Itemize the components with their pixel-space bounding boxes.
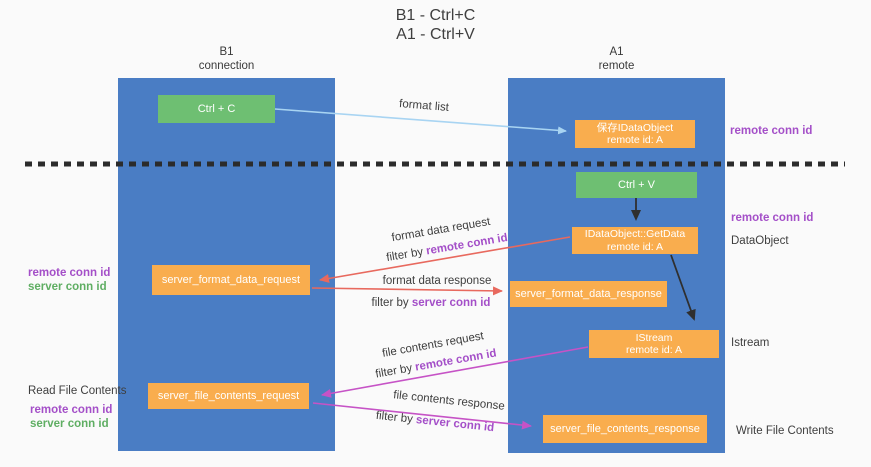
getdata-line1: IDataObject::GetData	[584, 228, 686, 240]
lifeline-header-a1: A1 remote	[508, 46, 725, 73]
remote-conn-id-annotation-left1: remote conn id	[28, 267, 111, 279]
remote-conn-id-annotation-top: remote conn id	[730, 125, 813, 137]
server-format-data-response-label: server_format_data_response	[515, 287, 662, 300]
server-file-contents-response-label: server_file_contents_response	[550, 422, 700, 435]
server-conn-id-keyword: server conn id	[411, 297, 491, 309]
lifeline-b1-subtitle: connection	[198, 59, 255, 72]
lifeline-b1-title: B1	[219, 46, 234, 58]
lifeline-a1-subtitle: remote	[598, 59, 635, 72]
format-data-response-filter-label: filter by server conn id	[372, 297, 491, 309]
save-idataobject-line2: remote id: A	[606, 134, 664, 146]
save-idataobject-line1: 保存IDataObject	[596, 121, 674, 134]
read-file-contents-annotation: Read File Contents	[28, 385, 127, 397]
save-idataobject-node: 保存IDataObject remote id: A	[575, 120, 695, 148]
remote-conn-id-annotation-left2: remote conn id	[30, 404, 113, 416]
ctrl-c-label: Ctrl + C	[197, 102, 236, 115]
server-format-data-request-label: server_format_data_request	[161, 273, 301, 286]
filter-by-text: filter by	[374, 361, 417, 381]
server-conn-id-annotation-left2: server conn id	[30, 418, 109, 430]
filter-by-text: filter by	[371, 297, 412, 309]
server-format-data-request-node: server_format_data_request	[152, 265, 310, 295]
istream-line2: remote id: A	[625, 344, 683, 356]
format-data-response-label: format data response	[382, 275, 492, 287]
filter-by-text: filter by	[385, 245, 428, 265]
ctrl-v-label: Ctrl + V	[618, 178, 655, 191]
getdata-line2: remote id: A	[606, 240, 664, 253]
istream-node: IStream remote id: A	[589, 330, 719, 358]
remote-conn-id-annotation-mid: remote conn id	[731, 212, 814, 224]
istream-line1: IStream	[635, 331, 673, 344]
title-line-2: A1 - Ctrl+V	[396, 26, 475, 43]
left-conn-id-block-1: remote conn id server conn id	[28, 266, 110, 294]
write-file-contents-annotation: Write File Contents	[736, 425, 834, 437]
server-format-data-response-node: server_format_data_response	[510, 281, 667, 307]
format-data-response-arrow	[311, 286, 503, 296]
format-list-label: format list	[398, 98, 450, 114]
title-line-1: B1 - Ctrl+C	[395, 7, 476, 24]
dataobject-annotation: DataObject	[731, 235, 789, 247]
server-conn-id-annotation-left1: server conn id	[28, 281, 107, 293]
ctrl-c-node: Ctrl + C	[158, 95, 275, 123]
server-file-contents-request-label: server_file_contents_request	[157, 389, 300, 402]
file-contents-response-filter-label: filter by server conn id	[375, 410, 494, 434]
ctrl-v-node: Ctrl + V	[576, 172, 697, 198]
file-contents-response-label: file contents response	[392, 389, 506, 413]
server-file-contents-response-node: server_file_contents_response	[543, 415, 707, 443]
left-conn-id-block-2: remote conn id server conn id	[30, 403, 112, 431]
lifeline-header-b1: B1 connection	[118, 46, 335, 73]
diagram-title: B1 - Ctrl+C A1 - Ctrl+V	[0, 6, 871, 44]
server-conn-id-keyword: server conn id	[415, 414, 495, 435]
filter-by-text: filter by	[375, 409, 417, 426]
istream-annotation: Istream	[731, 337, 770, 349]
server-file-contents-request-node: server_file_contents_request	[148, 383, 309, 409]
getdata-node: IDataObject::GetData remote id: A	[572, 227, 698, 254]
lifeline-a1-title: A1	[609, 46, 624, 58]
